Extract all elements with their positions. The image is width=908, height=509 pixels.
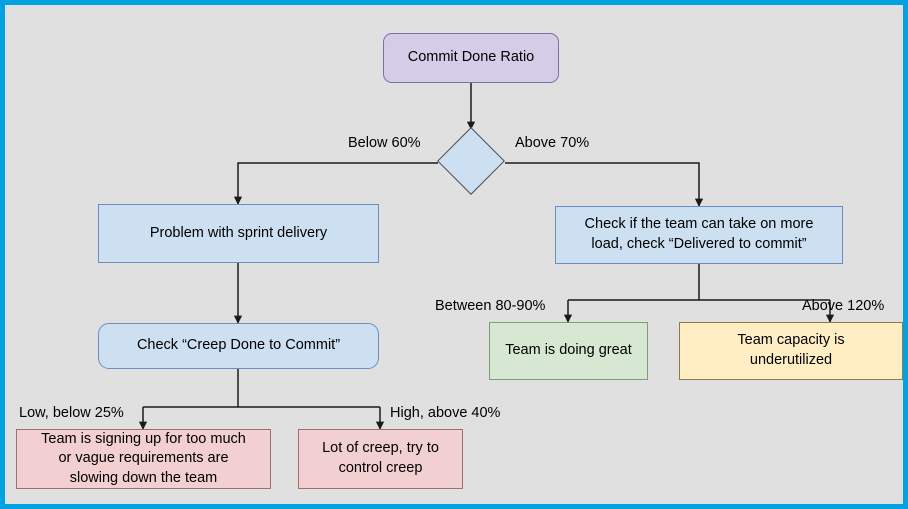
decision-diamond-shape: [437, 127, 505, 195]
node-check-capacity-line2: load, check “Delivered to commit”: [591, 236, 807, 252]
edge-label-between-80-90: Between 80-90%: [435, 298, 546, 314]
node-problem-label: Problem with sprint delivery: [149, 224, 328, 241]
node-commit-done-ratio-label: Commit Done Ratio: [407, 49, 535, 66]
node-problem-with-sprint-delivery[interactable]: Problem with sprint delivery: [98, 204, 379, 263]
node-lot-of-creep-text: Lot of creep, try to control creep: [322, 439, 439, 478]
node-check-capacity-text: Check if the team can take on more load,…: [585, 215, 814, 254]
node-signing-up-line3: slowing down the team: [69, 469, 218, 486]
node-team-signing-up-too-much[interactable]: Team is signing up for too much or vague…: [16, 429, 271, 489]
node-doing-great-label: Team is doing great: [505, 342, 632, 359]
edge-label-high-above-40: High, above 40%: [390, 405, 501, 421]
edge-label-below-60: Below 60%: [348, 135, 421, 151]
node-signing-up-line1: Team is signing up for too much: [41, 430, 246, 447]
node-commit-done-ratio[interactable]: Commit Done Ratio: [383, 33, 559, 83]
node-signing-up-text: Team is signing up for too much or vague…: [41, 430, 246, 489]
edge-decision-to-check-capacity: [505, 162, 704, 207]
node-check-capacity-line1: Check if the team can take on more: [584, 216, 814, 233]
node-team-capacity-underutilized[interactable]: Team capacity is underutilized: [679, 322, 903, 380]
edge-label-above-70: Above 70%: [515, 135, 590, 151]
node-signing-up-line2: or vague requirements are: [58, 450, 229, 467]
node-lot-of-creep[interactable]: Lot of creep, try to control creep: [298, 429, 463, 489]
node-lot-of-creep-line1: Lot of creep, try to: [322, 440, 439, 457]
node-decision-diamond[interactable]: [437, 127, 505, 195]
node-lot-of-creep-line2: control creep: [338, 460, 423, 476]
node-check-creep-label: Check “Creep Done to Commit”: [136, 337, 341, 354]
edge-label-low-below-25: Low, below 25%: [19, 405, 124, 421]
node-team-is-doing-great[interactable]: Team is doing great: [489, 322, 648, 380]
node-check-team-capacity[interactable]: Check if the team can take on more load,…: [555, 206, 843, 264]
edge-label-above-120: Above 120%: [802, 298, 885, 314]
node-underutilized-text: Team capacity is underutilized: [737, 331, 844, 370]
node-check-creep-done-to-commit[interactable]: Check “Creep Done to Commit”: [98, 323, 379, 369]
node-underutilized-line2: underutilized: [749, 352, 833, 368]
node-underutilized-line1: Team capacity is: [737, 332, 845, 349]
edge-decision-to-problem: [233, 162, 438, 205]
